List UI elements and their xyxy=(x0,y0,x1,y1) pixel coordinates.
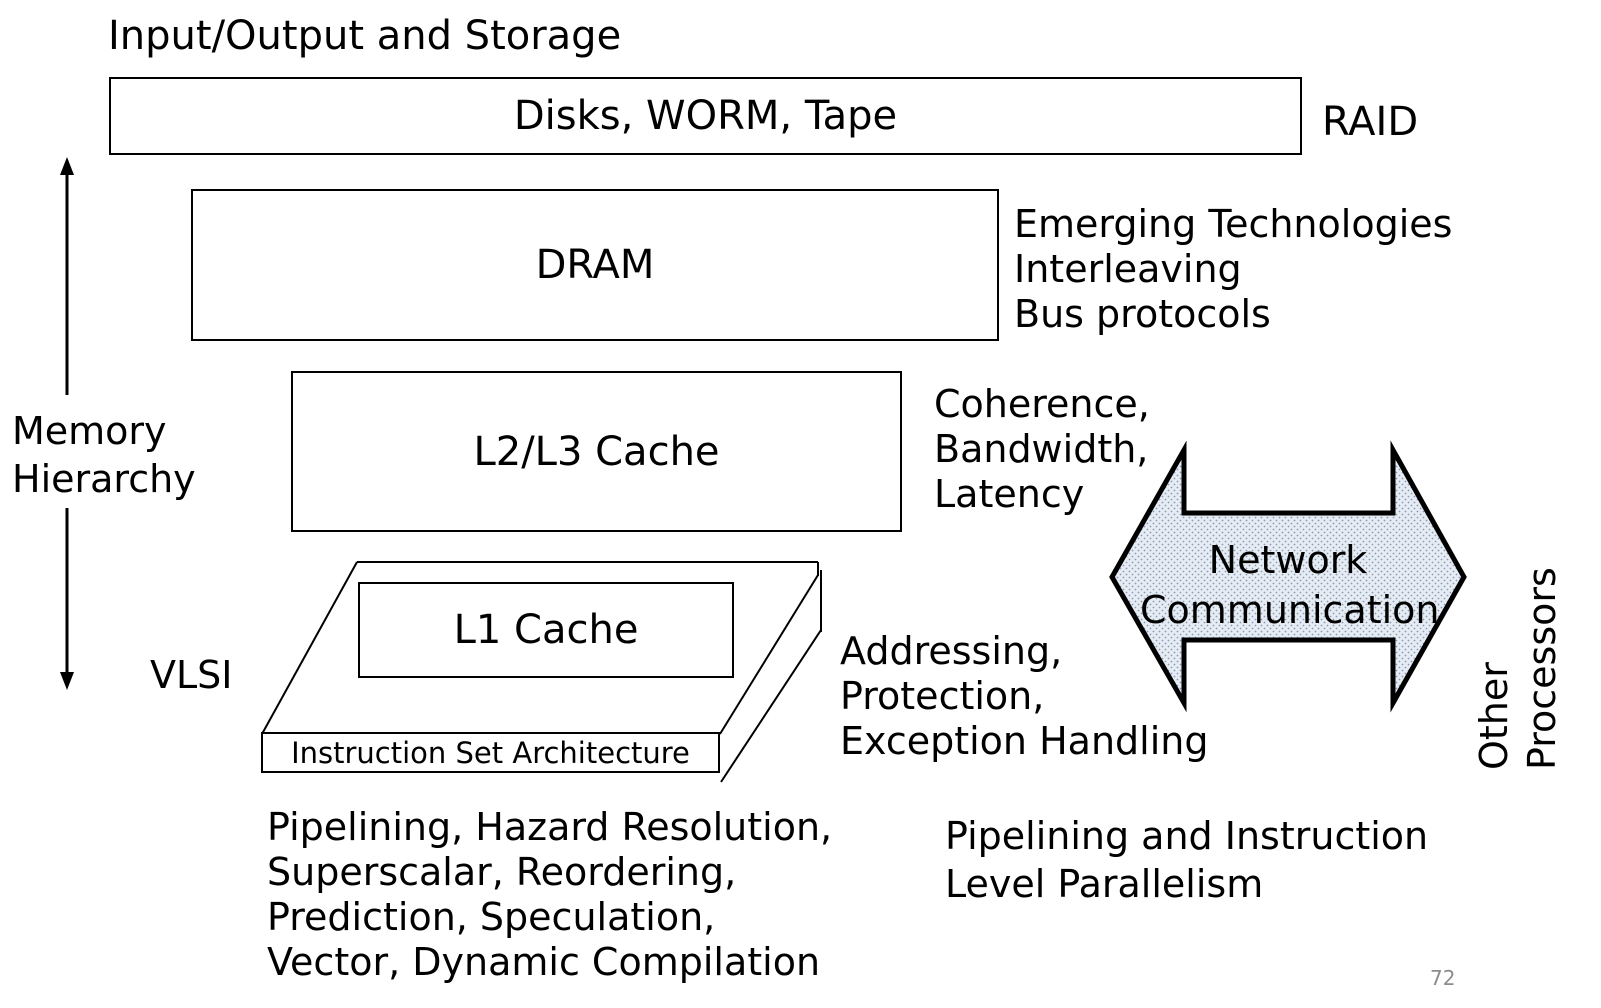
other-processors-line: Other xyxy=(1472,662,1516,770)
memory-hierarchy-line: Hierarchy xyxy=(12,457,196,501)
l1-note: Exception Handling xyxy=(840,719,1209,763)
network-double-arrow xyxy=(1109,440,1467,713)
network-label: Network Communication xyxy=(1140,535,1440,635)
memory-hierarchy-label: Memory Hierarchy xyxy=(12,407,196,503)
memory-hierarchy-line: Memory xyxy=(12,409,167,453)
dram-notes: Emerging Technologies Interleaving Bus p… xyxy=(1014,202,1452,337)
ilp-line: Level Parallelism xyxy=(945,862,1264,906)
l2l3-layer-box: L2/L3 Cache xyxy=(291,371,902,532)
dram-layer-label: DRAM xyxy=(535,242,655,288)
network-line: Network xyxy=(1208,538,1368,582)
dram-note: Emerging Technologies xyxy=(1014,202,1453,246)
technique-line: Superscalar, Reordering, xyxy=(267,850,737,894)
isa-label: Instruction Set Architecture xyxy=(291,735,690,770)
other-processors-line: Processors xyxy=(1520,567,1564,770)
ilp-text: Pipelining and Instruction Level Paralle… xyxy=(945,812,1428,908)
l1-note: Addressing, xyxy=(840,629,1063,673)
isa-slab xyxy=(261,561,822,783)
raid-label: RAID xyxy=(1322,99,1419,145)
network-line: Communication xyxy=(1140,588,1440,632)
technique-line: Vector, Dynamic Compilation xyxy=(267,940,821,984)
l2l3-note: Bandwidth, xyxy=(934,427,1149,471)
l1-note: Protection, xyxy=(840,674,1045,718)
storage-layer-box: Disks, WORM, Tape xyxy=(109,77,1302,155)
l1-cache-label: L1 Cache xyxy=(453,607,639,653)
page-title: Input/Output and Storage xyxy=(108,13,622,59)
l1-cache-box: L1 Cache xyxy=(358,582,734,678)
l1-notes: Addressing, Protection, Exception Handli… xyxy=(840,629,1208,764)
storage-layer-label: Disks, WORM, Tape xyxy=(513,93,898,139)
dram-note: Interleaving xyxy=(1014,247,1242,291)
l2l3-note: Latency xyxy=(934,472,1085,516)
memory-hierarchy-arrow xyxy=(60,157,74,690)
other-processors-label: Other Processors xyxy=(1470,567,1566,770)
technique-line: Pipelining, Hazard Resolution, xyxy=(267,805,833,849)
ilp-line: Pipelining and Instruction xyxy=(945,814,1429,858)
l2l3-notes: Coherence, Bandwidth, Latency xyxy=(934,382,1150,517)
dram-layer-box: DRAM xyxy=(191,189,999,341)
pipelining-techniques-text: Pipelining, Hazard Resolution, Superscal… xyxy=(267,805,832,985)
isa-box: Instruction Set Architecture xyxy=(261,732,720,773)
dram-note: Bus protocols xyxy=(1014,292,1271,336)
l2l3-note: Coherence, xyxy=(934,382,1150,426)
vlsi-label: VLSI xyxy=(150,653,233,697)
page-number: 72 xyxy=(1430,966,1456,990)
technique-line: Prediction, Speculation, xyxy=(267,895,716,939)
l2l3-layer-label: L2/L3 Cache xyxy=(473,428,720,475)
